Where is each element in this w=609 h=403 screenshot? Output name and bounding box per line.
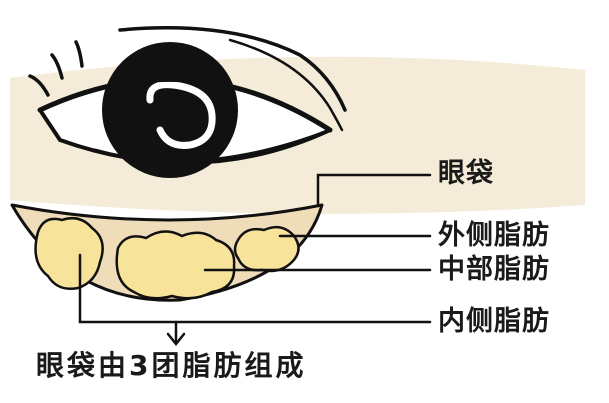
lower-lid-line [93, 128, 332, 163]
eye-highlight [146, 81, 216, 149]
label-eye-bag: 眼袋 [438, 158, 494, 189]
inner-fat-pad [34, 217, 104, 290]
diagram-caption: 眼袋由3团脂肪组成 [36, 349, 307, 382]
label-inner-fat: 内侧脂肪 [438, 306, 550, 337]
middle-fat-pad [115, 230, 236, 300]
iris [102, 42, 238, 178]
pointer-lines [78, 173, 432, 347]
eyelid-crease [118, 26, 347, 112]
eye-outline [37, 76, 333, 133]
eyelashes [28, 40, 84, 97]
label-outer-fat: 外侧脂肪 [438, 220, 550, 251]
eyelid-fold [228, 38, 344, 132]
outer-fat-pad [233, 225, 300, 273]
label-middle-fat: 中部脂肪 [438, 254, 550, 285]
